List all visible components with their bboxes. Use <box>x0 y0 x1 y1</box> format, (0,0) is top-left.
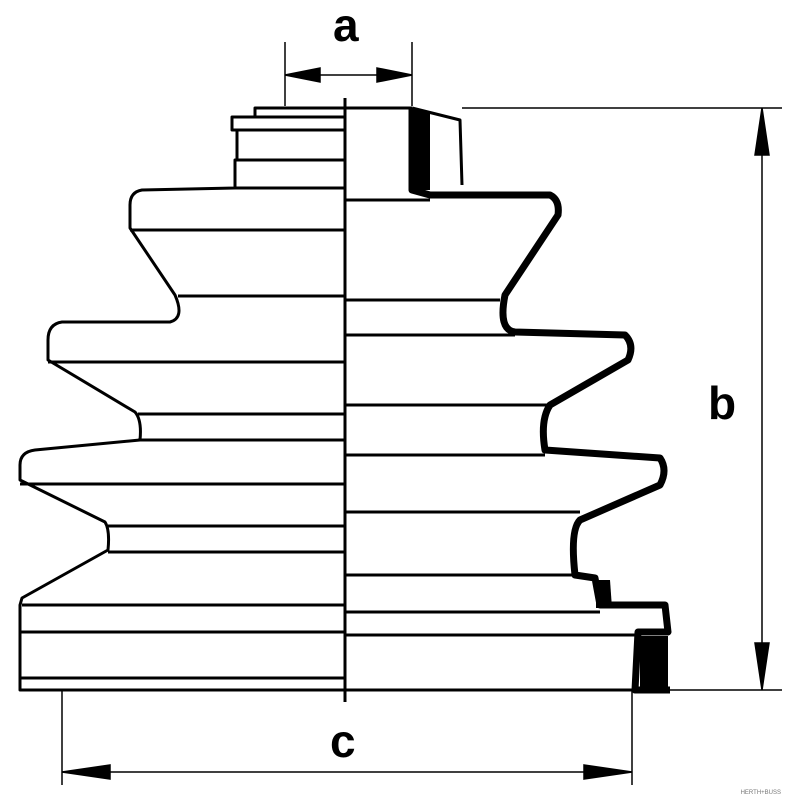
arrow-icon <box>61 764 111 780</box>
boot-right-section <box>408 108 672 694</box>
boot-left-ribs <box>20 115 345 680</box>
arrow-icon <box>754 107 770 156</box>
dimension-a-label: a <box>333 0 359 51</box>
dimension-b-label: b <box>708 377 737 429</box>
arrow-icon <box>754 642 770 691</box>
dimension-c-label: c <box>330 715 356 767</box>
watermark-logo: HERTH+BUSS <box>740 790 781 796</box>
arrow-icon <box>376 67 413 83</box>
boot-right-ribs <box>345 106 635 692</box>
arrow-icon <box>284 67 321 83</box>
boot-left-outline <box>18 106 345 692</box>
arrow-icon <box>583 764 633 780</box>
